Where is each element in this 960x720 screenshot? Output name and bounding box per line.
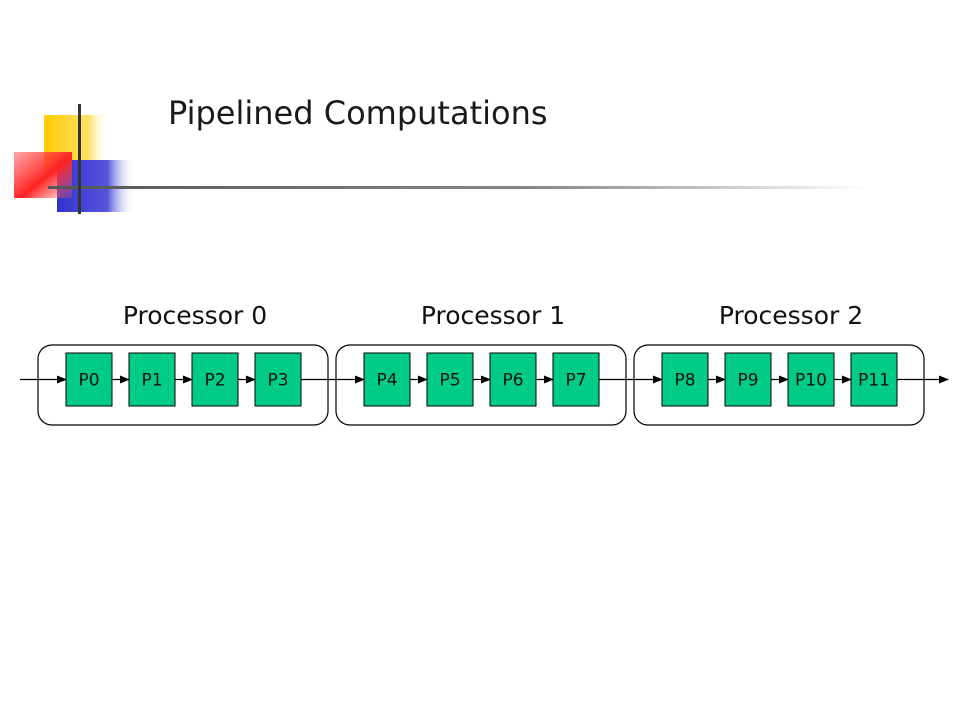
processor-label: Processor 0: [123, 301, 267, 330]
stage-box: [426, 352, 474, 407]
processor-label: Processor 1: [421, 301, 565, 330]
processor-group-container: [633, 344, 925, 426]
logo-red-block: [14, 152, 72, 198]
slide-title: Pipelined Computations: [168, 94, 548, 132]
stage-box: [552, 352, 600, 407]
stage-label: P7: [565, 371, 586, 391]
stage-label: P0: [78, 371, 99, 391]
stage-label: P11: [858, 371, 890, 391]
stage-box: [787, 352, 835, 407]
stage-label: P6: [502, 371, 523, 391]
title-underline-rule: [48, 186, 868, 189]
processor-group-container: [37, 344, 329, 426]
stage-box: [191, 352, 239, 407]
stage-label: P8: [674, 371, 695, 391]
stage-box: [850, 352, 898, 407]
processor-label: Processor 2: [719, 301, 863, 330]
stage-label: P3: [267, 371, 288, 391]
stage-label: P9: [737, 371, 758, 391]
stage-label: P2: [204, 371, 225, 391]
logo-vertical-rule: [78, 104, 81, 214]
stage-label: P10: [795, 371, 827, 391]
stage-box: [724, 352, 772, 407]
stage-label: P5: [439, 371, 460, 391]
stage-label: P1: [141, 371, 162, 391]
stage-box: [661, 352, 709, 407]
stage-box: [363, 352, 411, 407]
processor-group-container: [335, 344, 627, 426]
stage-label: P4: [376, 371, 397, 391]
